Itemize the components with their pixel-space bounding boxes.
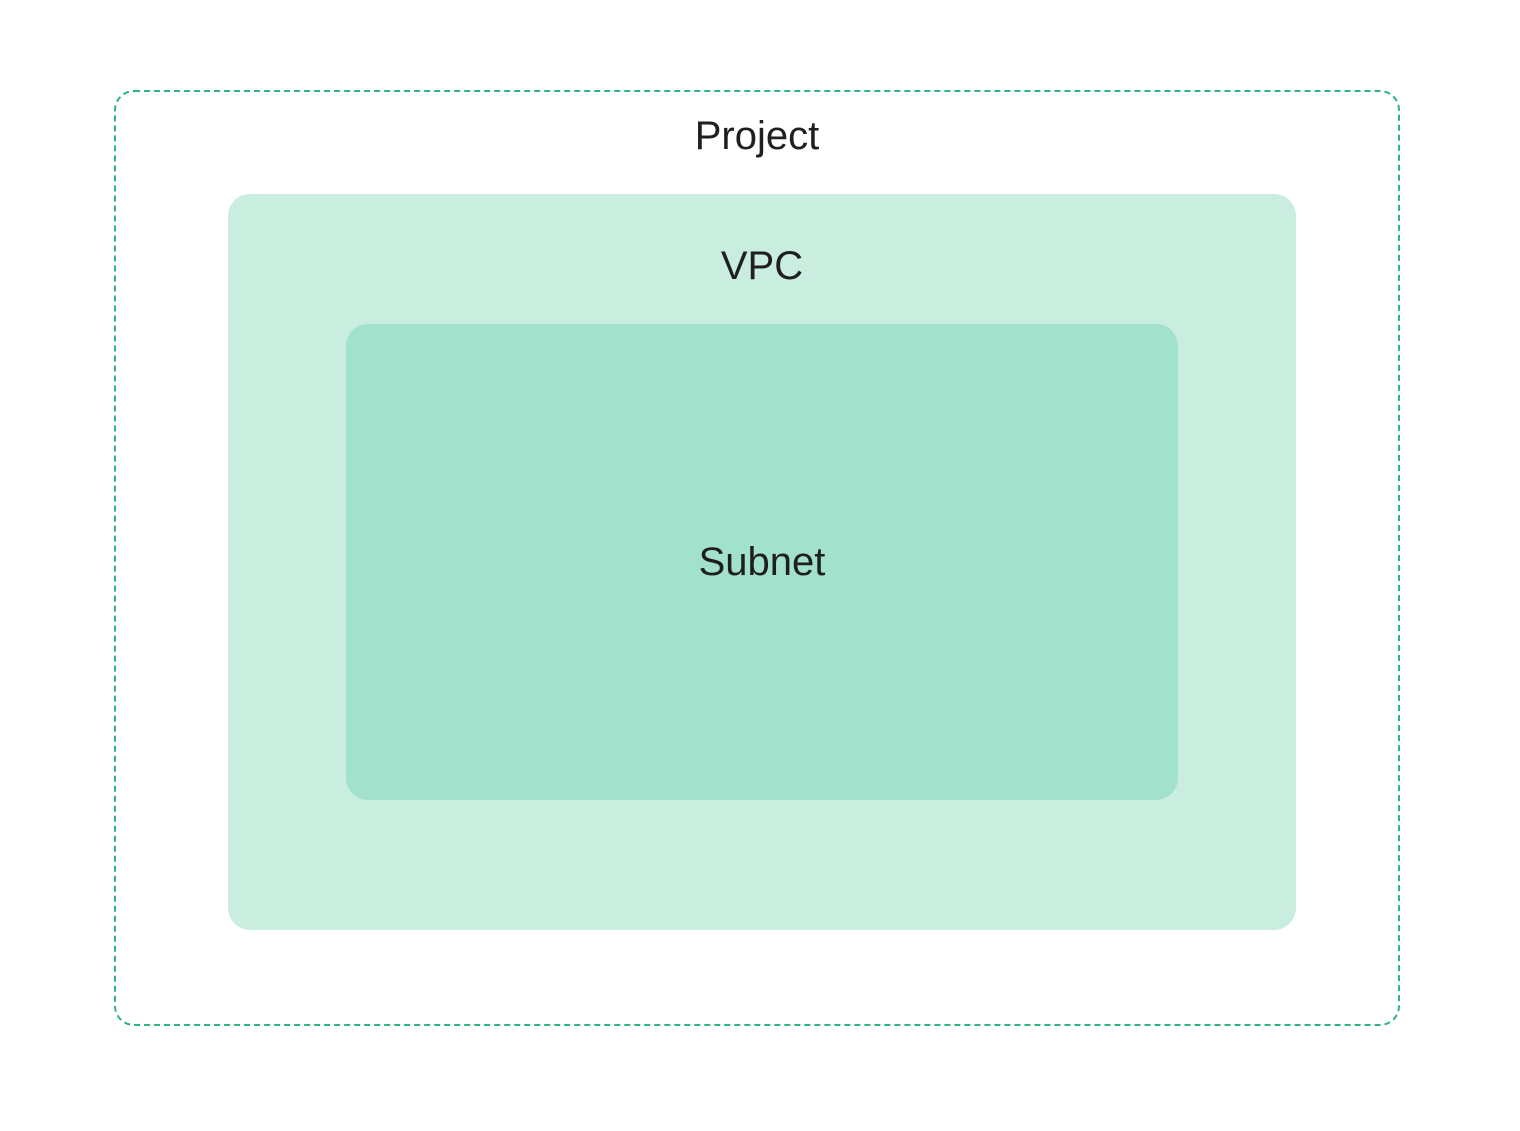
vpc-label: VPC [720,244,804,288]
project-label: Project [694,114,820,158]
subnet-label: Subnet [698,540,826,584]
project-container: Project VPC Subnet [114,90,1400,1026]
subnet-container: Subnet [346,324,1178,800]
vpc-container: VPC Subnet [228,194,1296,930]
